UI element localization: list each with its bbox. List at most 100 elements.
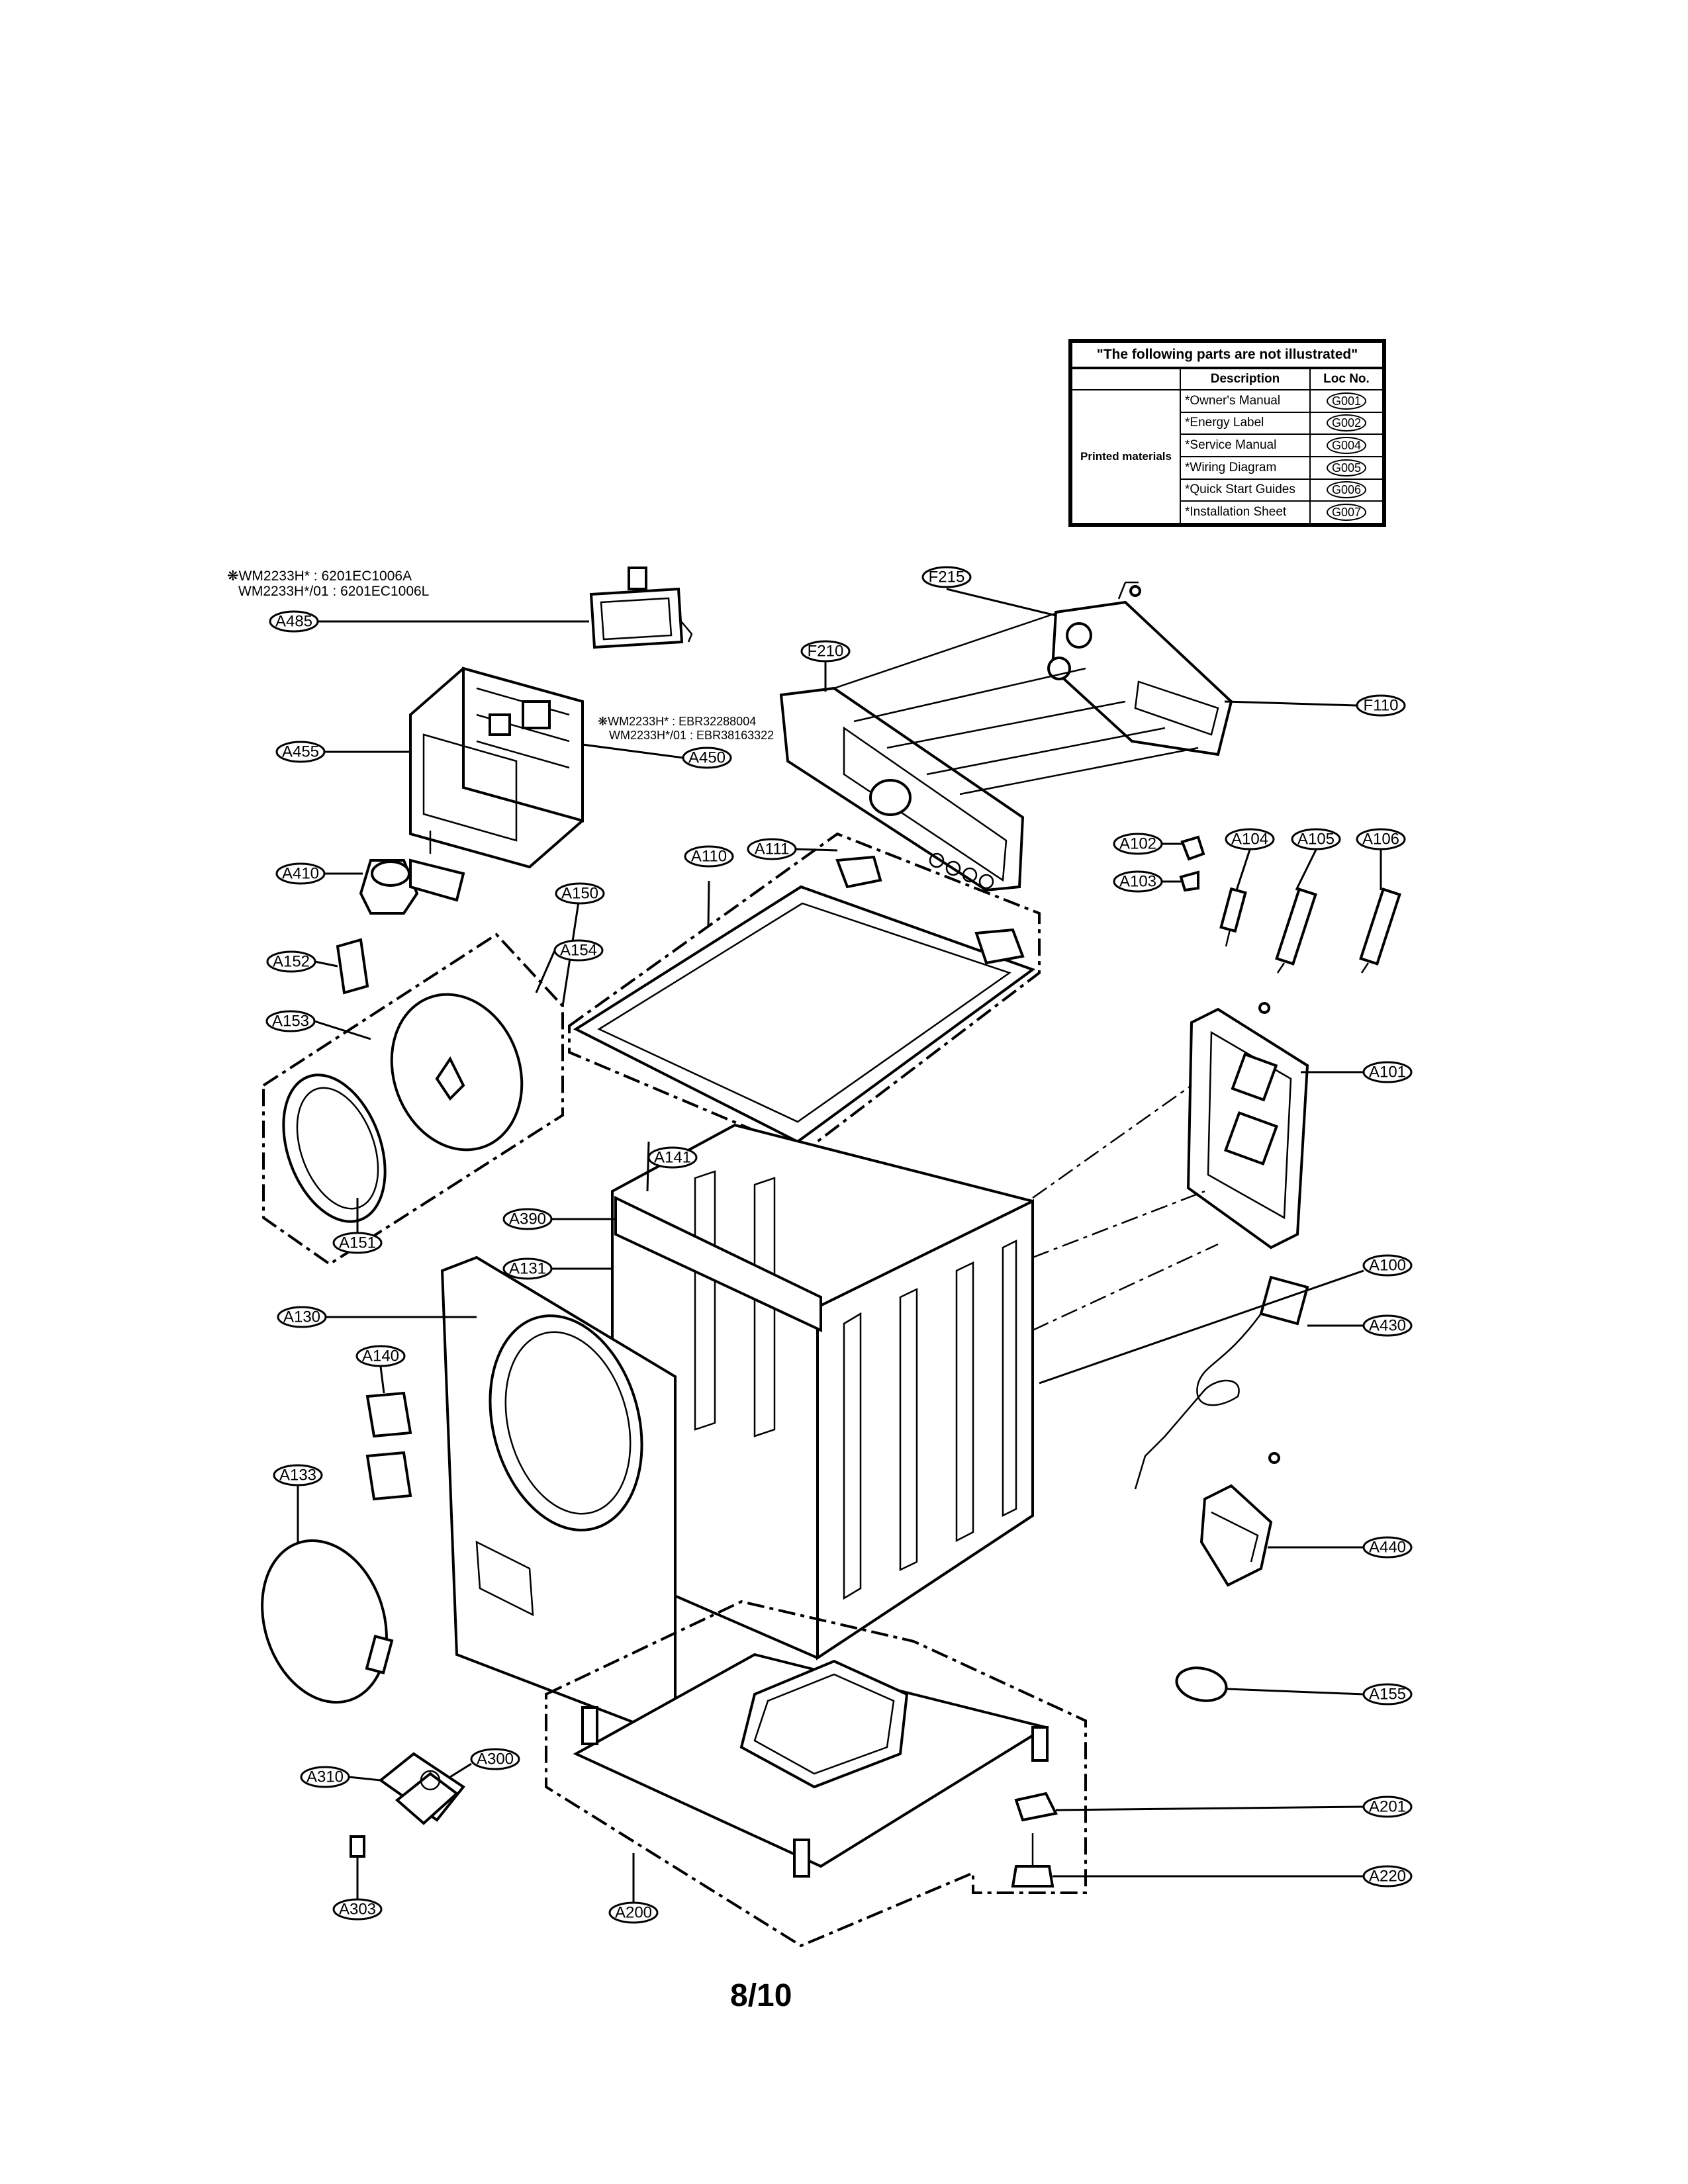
svg-text:A155: A155	[1369, 1686, 1406, 1704]
row-loc: G004	[1326, 437, 1367, 455]
svg-text:A303: A303	[339, 1901, 376, 1919]
callout-a131: A131	[502, 1257, 553, 1280]
callout-a103: A103	[1113, 870, 1163, 893]
svg-text:A152: A152	[273, 953, 310, 971]
a150-tub-front-group	[262, 933, 564, 1266]
callout-a105: A105	[1291, 828, 1341, 850]
svg-text:A200: A200	[615, 1904, 652, 1922]
leader-lines	[297, 588, 1382, 1902]
callout-a153: A153	[265, 1010, 316, 1032]
svg-text:A455: A455	[282, 743, 319, 761]
category-label: Printed materials	[1071, 389, 1181, 524]
row-description: *Owner's Manual	[1180, 389, 1311, 413]
a106-valve	[1359, 887, 1401, 974]
callout-a106: A106	[1356, 828, 1406, 850]
row-description: *Wiring Diagram	[1180, 455, 1311, 480]
a105-valve	[1275, 887, 1317, 974]
svg-text:A131: A131	[509, 1260, 546, 1278]
callout-a101: A101	[1362, 1061, 1413, 1083]
a455-pcb-assembly	[409, 666, 584, 869]
svg-text:A220: A220	[1369, 1868, 1406, 1886]
callout-a201: A201	[1362, 1796, 1413, 1818]
callout-a110: A110	[684, 845, 734, 868]
row-loc: G001	[1326, 392, 1367, 410]
callout-a450: A450	[682, 747, 732, 769]
a200-base-frame	[545, 1600, 1087, 1948]
svg-text:A133: A133	[279, 1467, 316, 1484]
svg-text:F110: F110	[1364, 697, 1399, 715]
a440-noise-filter	[1199, 1484, 1273, 1587]
screw-icons	[1129, 585, 1280, 1464]
row-loc: G002	[1326, 414, 1367, 432]
callout-f215: F215	[921, 566, 972, 588]
callout-a200: A200	[608, 1901, 659, 1924]
callout-a220: A220	[1362, 1865, 1413, 1888]
a101-rear-cover	[1186, 1007, 1309, 1250]
a485-control-board	[589, 567, 693, 649]
a140-hinge	[365, 1391, 412, 1501]
svg-text:A111: A111	[755, 841, 790, 858]
callout-a141: A141	[647, 1146, 698, 1169]
svg-text:A450: A450	[688, 749, 726, 767]
callout-a152: A152	[266, 950, 316, 973]
callout-a390: A390	[502, 1208, 553, 1230]
a430-power-cord	[1134, 1275, 1309, 1490]
callout-a155: A155	[1362, 1683, 1413, 1706]
a110-top-plate	[573, 855, 1036, 1144]
callout-a150: A150	[555, 882, 605, 905]
svg-text:A141: A141	[654, 1149, 691, 1167]
a450-note-line2: WM2233H*/01 : EBR38163322	[609, 729, 774, 742]
callout-a303: A303	[332, 1898, 383, 1921]
callout-a111: A111	[747, 838, 797, 860]
a220-leveling-leg	[1011, 1833, 1055, 1888]
callout-a130: A130	[277, 1306, 327, 1328]
a485-note-line1: ❋WM2233H* : 6201EC1006A	[227, 569, 412, 584]
callout-a151: A151	[332, 1232, 383, 1254]
callout-a104: A104	[1225, 828, 1275, 850]
svg-text:A151: A151	[339, 1234, 376, 1252]
page-number: 8/10	[730, 1978, 792, 2013]
svg-text:A153: A153	[272, 1013, 309, 1030]
callout-a455: A455	[275, 741, 326, 763]
svg-text:A150: A150	[561, 885, 598, 903]
svg-text:A390: A390	[509, 1210, 546, 1228]
a104-valve	[1219, 887, 1247, 947]
a303-screw	[350, 1835, 365, 1858]
svg-text:A101: A101	[1369, 1064, 1406, 1081]
callout-a100: A100	[1362, 1254, 1413, 1277]
callout-a300: A300	[470, 1748, 520, 1770]
callout-f110: F110	[1356, 694, 1406, 717]
a102-knob	[1180, 835, 1205, 861]
row-description: *Installation Sheet	[1180, 500, 1311, 524]
row-description: *Quick Start Guides	[1180, 478, 1311, 502]
svg-text:A430: A430	[1369, 1317, 1406, 1335]
row-loc: G005	[1326, 459, 1367, 477]
svg-text:A104: A104	[1231, 831, 1268, 848]
a201-bracket	[1014, 1792, 1058, 1822]
callout-a440: A440	[1362, 1536, 1413, 1559]
callout-a154: A154	[553, 939, 604, 962]
svg-text:A485: A485	[275, 613, 312, 631]
rear-guide-lines	[1032, 1084, 1219, 1332]
row-loc: G006	[1326, 481, 1367, 499]
row-description: *Energy Label	[1180, 411, 1311, 435]
a485-note-line2: WM2233H*/01 : 6201EC1006L	[238, 584, 430, 599]
a155-drain-cap	[1175, 1666, 1228, 1702]
svg-text:A100: A100	[1369, 1257, 1406, 1275]
a130-door	[440, 1255, 677, 1733]
callout-a485: A485	[269, 610, 319, 633]
a100-cabinet	[611, 1123, 1034, 1661]
a410-pressure-switch	[359, 831, 465, 915]
svg-text:A110: A110	[691, 848, 727, 866]
callout-labels: A485 A455 A450 A410 F215 F210 F110 A150 …	[265, 566, 1413, 1924]
top-plate-dash-frame	[568, 832, 1041, 1154]
svg-text:A154: A154	[560, 942, 597, 960]
callout-a310: A310	[300, 1766, 350, 1788]
a133-door-ring	[261, 1539, 394, 1704]
callout-a410: A410	[275, 862, 326, 885]
svg-text:A140: A140	[362, 1347, 399, 1365]
callout-a102: A102	[1113, 833, 1163, 855]
svg-text:A103: A103	[1119, 873, 1156, 891]
svg-text:A410: A410	[282, 865, 319, 883]
